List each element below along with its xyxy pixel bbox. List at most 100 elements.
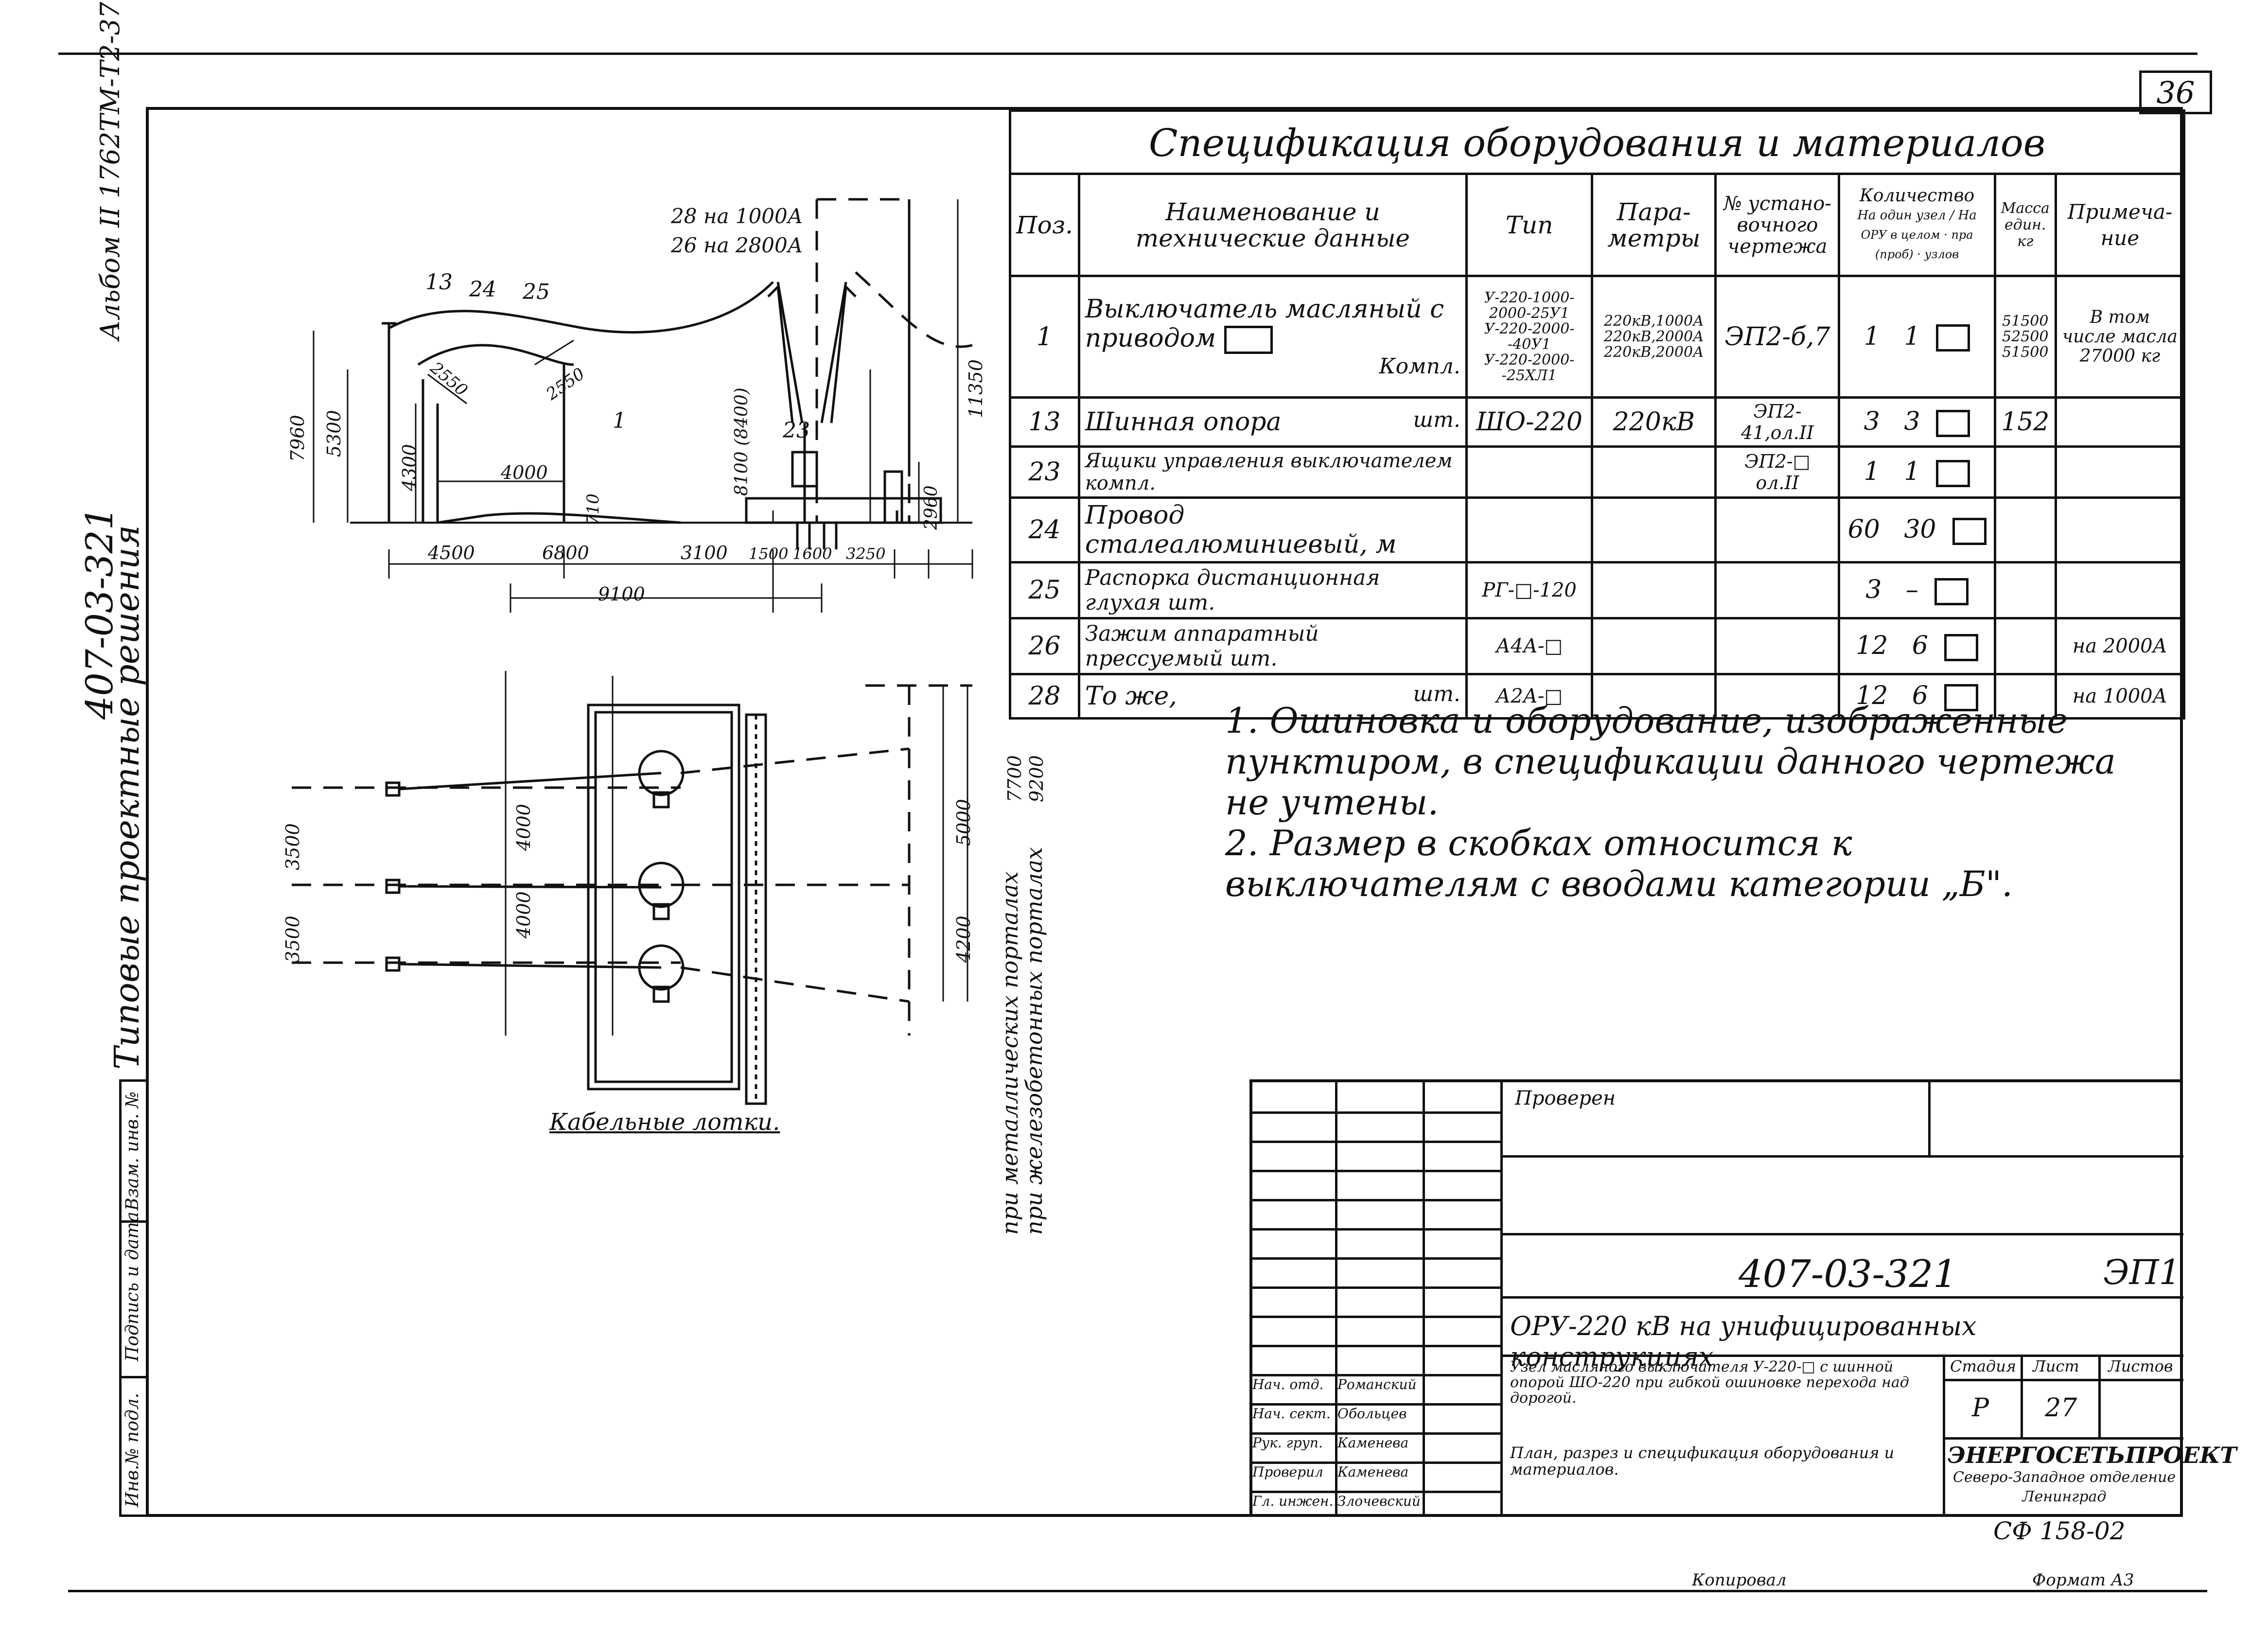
col-name: Наименование и технические данные [1077,173,1468,277]
row1-type-b: У-220-2000--40У1 [1484,320,1575,353]
dim-plan-4000-a: 4000 [513,804,534,851]
name-4: Каменева [1337,1464,1409,1480]
dim-8100: 8100 (8400) [732,387,752,496]
row23-unit: компл. [1085,472,1156,494]
row1-param-b: 220кВ,2000А [1603,328,1704,345]
stamp-label-replace: Взам. инв. № [123,1091,142,1211]
row23-qty: 1 1 [1838,445,1996,499]
row25-type: РГ-□-120 [1465,561,1594,619]
callout-28: 28 на 1000А [671,204,803,228]
row28-type: А2А-□ [1465,673,1594,720]
row24-qty: 60 30 [1838,496,1996,563]
dim-plan-4000-b: 4000 [513,891,534,938]
row1-pos: 1 [1009,275,1080,399]
row13-qty: 3 3 [1838,396,1996,448]
row23-params [1591,445,1717,499]
callout-24: 24 [469,277,496,302]
row24-mass [1993,496,2057,563]
dim-plan-4200: 4200 [953,915,974,963]
spec-row-23: 23 Ящики управления выключателем компл. … [1009,445,2186,499]
row26-drawing [1714,617,1841,675]
row23-mass [1993,445,2057,499]
row13-name: Шинная опора [1085,407,1282,437]
callout-23: 23 [783,418,810,443]
col-qty: Количество На один узел / На ОРУ в целом… [1838,173,1996,277]
row13-pos: 13 [1009,396,1080,448]
sheet-code: ЭП1 [2103,1252,2181,1292]
row28-drawing [1714,673,1841,720]
row24-params [1591,496,1717,563]
row24-type [1465,496,1594,563]
dim-4500: 4500 [428,542,475,563]
callout-26: 26 на 2800А [671,233,803,257]
row25-name-cell: Распорка дистанционная глухая шт. [1077,561,1468,619]
qty-subheader-2: ОРУ в целом · пра (проб) · узлов [1861,228,1973,261]
spec-row-1: 1 Выключатель масляный с приводом Компл.… [1009,275,2186,399]
spec-row-26: 26 Зажим аппаратный прессуемый шт. А4А-□… [1009,617,2186,675]
row1-drawing: ЭП2-б,7 [1714,275,1841,399]
col-note: Примеча-ние [2054,173,2186,277]
row26-name: Зажим аппаратный прессуемый [1085,621,1319,671]
dim-1500: 1500 [749,545,789,563]
row25-unit: шт. [1167,590,1215,615]
stamp-divider [119,1220,148,1223]
dim-4300: 4300 [399,444,420,491]
row28-unit: шт. [1413,682,1460,706]
qty-header: Количество [1859,185,1975,206]
title-block: Нач. отд. Романский Нач. сект. Обольцев … [1249,1079,2237,1517]
note-1: 1. Ошиновка и оборудование, изображенные… [1225,700,2116,823]
col-mass: Масса един. кг [1993,173,2057,277]
dim-4000: 4000 [501,462,548,483]
row13-drawing: ЭП2-41,ол.II [1714,396,1841,448]
col-pos: Поз. [1009,173,1080,277]
stamp-label-inv: Инв.№ подл. [123,1392,142,1507]
dim-11350: 11350 [965,359,986,418]
portal-rc-label: при железобетонных порталах [1021,847,1047,1235]
row1-name-cell: Выключатель масляный с приводом Компл. [1077,275,1468,399]
row1-types: У-220-1000-2000-25У1 У-220-2000--40У1 У-… [1465,275,1594,399]
format-label: Формат А3 [2032,1570,2134,1590]
row24-note [2054,496,2186,563]
dim-710: 710 [583,493,603,525]
row25-pos: 25 [1009,561,1080,619]
row1-mass-a: 51500 [2002,312,2049,330]
cable-trays-label: Кабельные лотки. [549,1109,780,1136]
dim-plan-3500-b: 3500 [282,915,303,963]
stage-header: Стадия [1950,1357,2016,1375]
name-1: Романский [1337,1376,1417,1392]
row1-qty: 1 1 [1838,275,1996,399]
row23-note [2054,445,2186,499]
typical-solutions-label: Типовые проектные решения [107,525,147,1070]
row24-name: Провод сталеалюминиевый, м [1077,496,1468,563]
role-5: Гл. инжен. [1252,1493,1334,1509]
org-name: ЭНЕРГОСЕТЬПРОЕКТ [1948,1442,2237,1468]
portal-metal-label: при металлических порталах [997,871,1023,1235]
dim-plan-3500-a: 3500 [282,823,303,870]
row26-name-cell: Зажим аппаратный прессуемый шт. [1077,617,1468,675]
row23-drawing: ЭП2-□ ол.II [1714,445,1841,499]
row26-qty: 12 6 [1838,617,1996,675]
row28-name-cell: То же,шт. [1077,673,1468,720]
name-5: Злочевский [1337,1493,1421,1509]
spec-row-28: 28 То же,шт. А2А-□ 12 6 на 1000А [1009,673,2186,720]
row26-unit: шт. [1230,646,1278,671]
dim-9100: 9100 [598,583,645,605]
copied-by-label: Копировал [1692,1570,1787,1590]
row28-qty: 12 6 [1838,673,1996,720]
description-1: Узел масляного выключателя У-220-□ с шин… [1510,1358,1909,1407]
row25-params [1591,561,1717,619]
dim-5300: 5300 [323,410,345,457]
col-params: Пара-метры [1591,173,1717,277]
name-2: Обольцев [1337,1406,1407,1422]
blank-box [1224,326,1273,354]
qty-subheader: На один узел / На [1857,208,1977,223]
callout-13: 13 [425,270,453,295]
dim-7960: 7960 [287,415,308,462]
row28-params [1591,673,1717,720]
dim-6800: 6800 [542,542,589,563]
row23-name-cell: Ящики управления выключателем компл. [1077,445,1468,499]
row13-note [2054,396,2186,448]
row25-note [2054,561,2186,619]
row23-name: Ящики управления выключателем [1085,450,1453,472]
